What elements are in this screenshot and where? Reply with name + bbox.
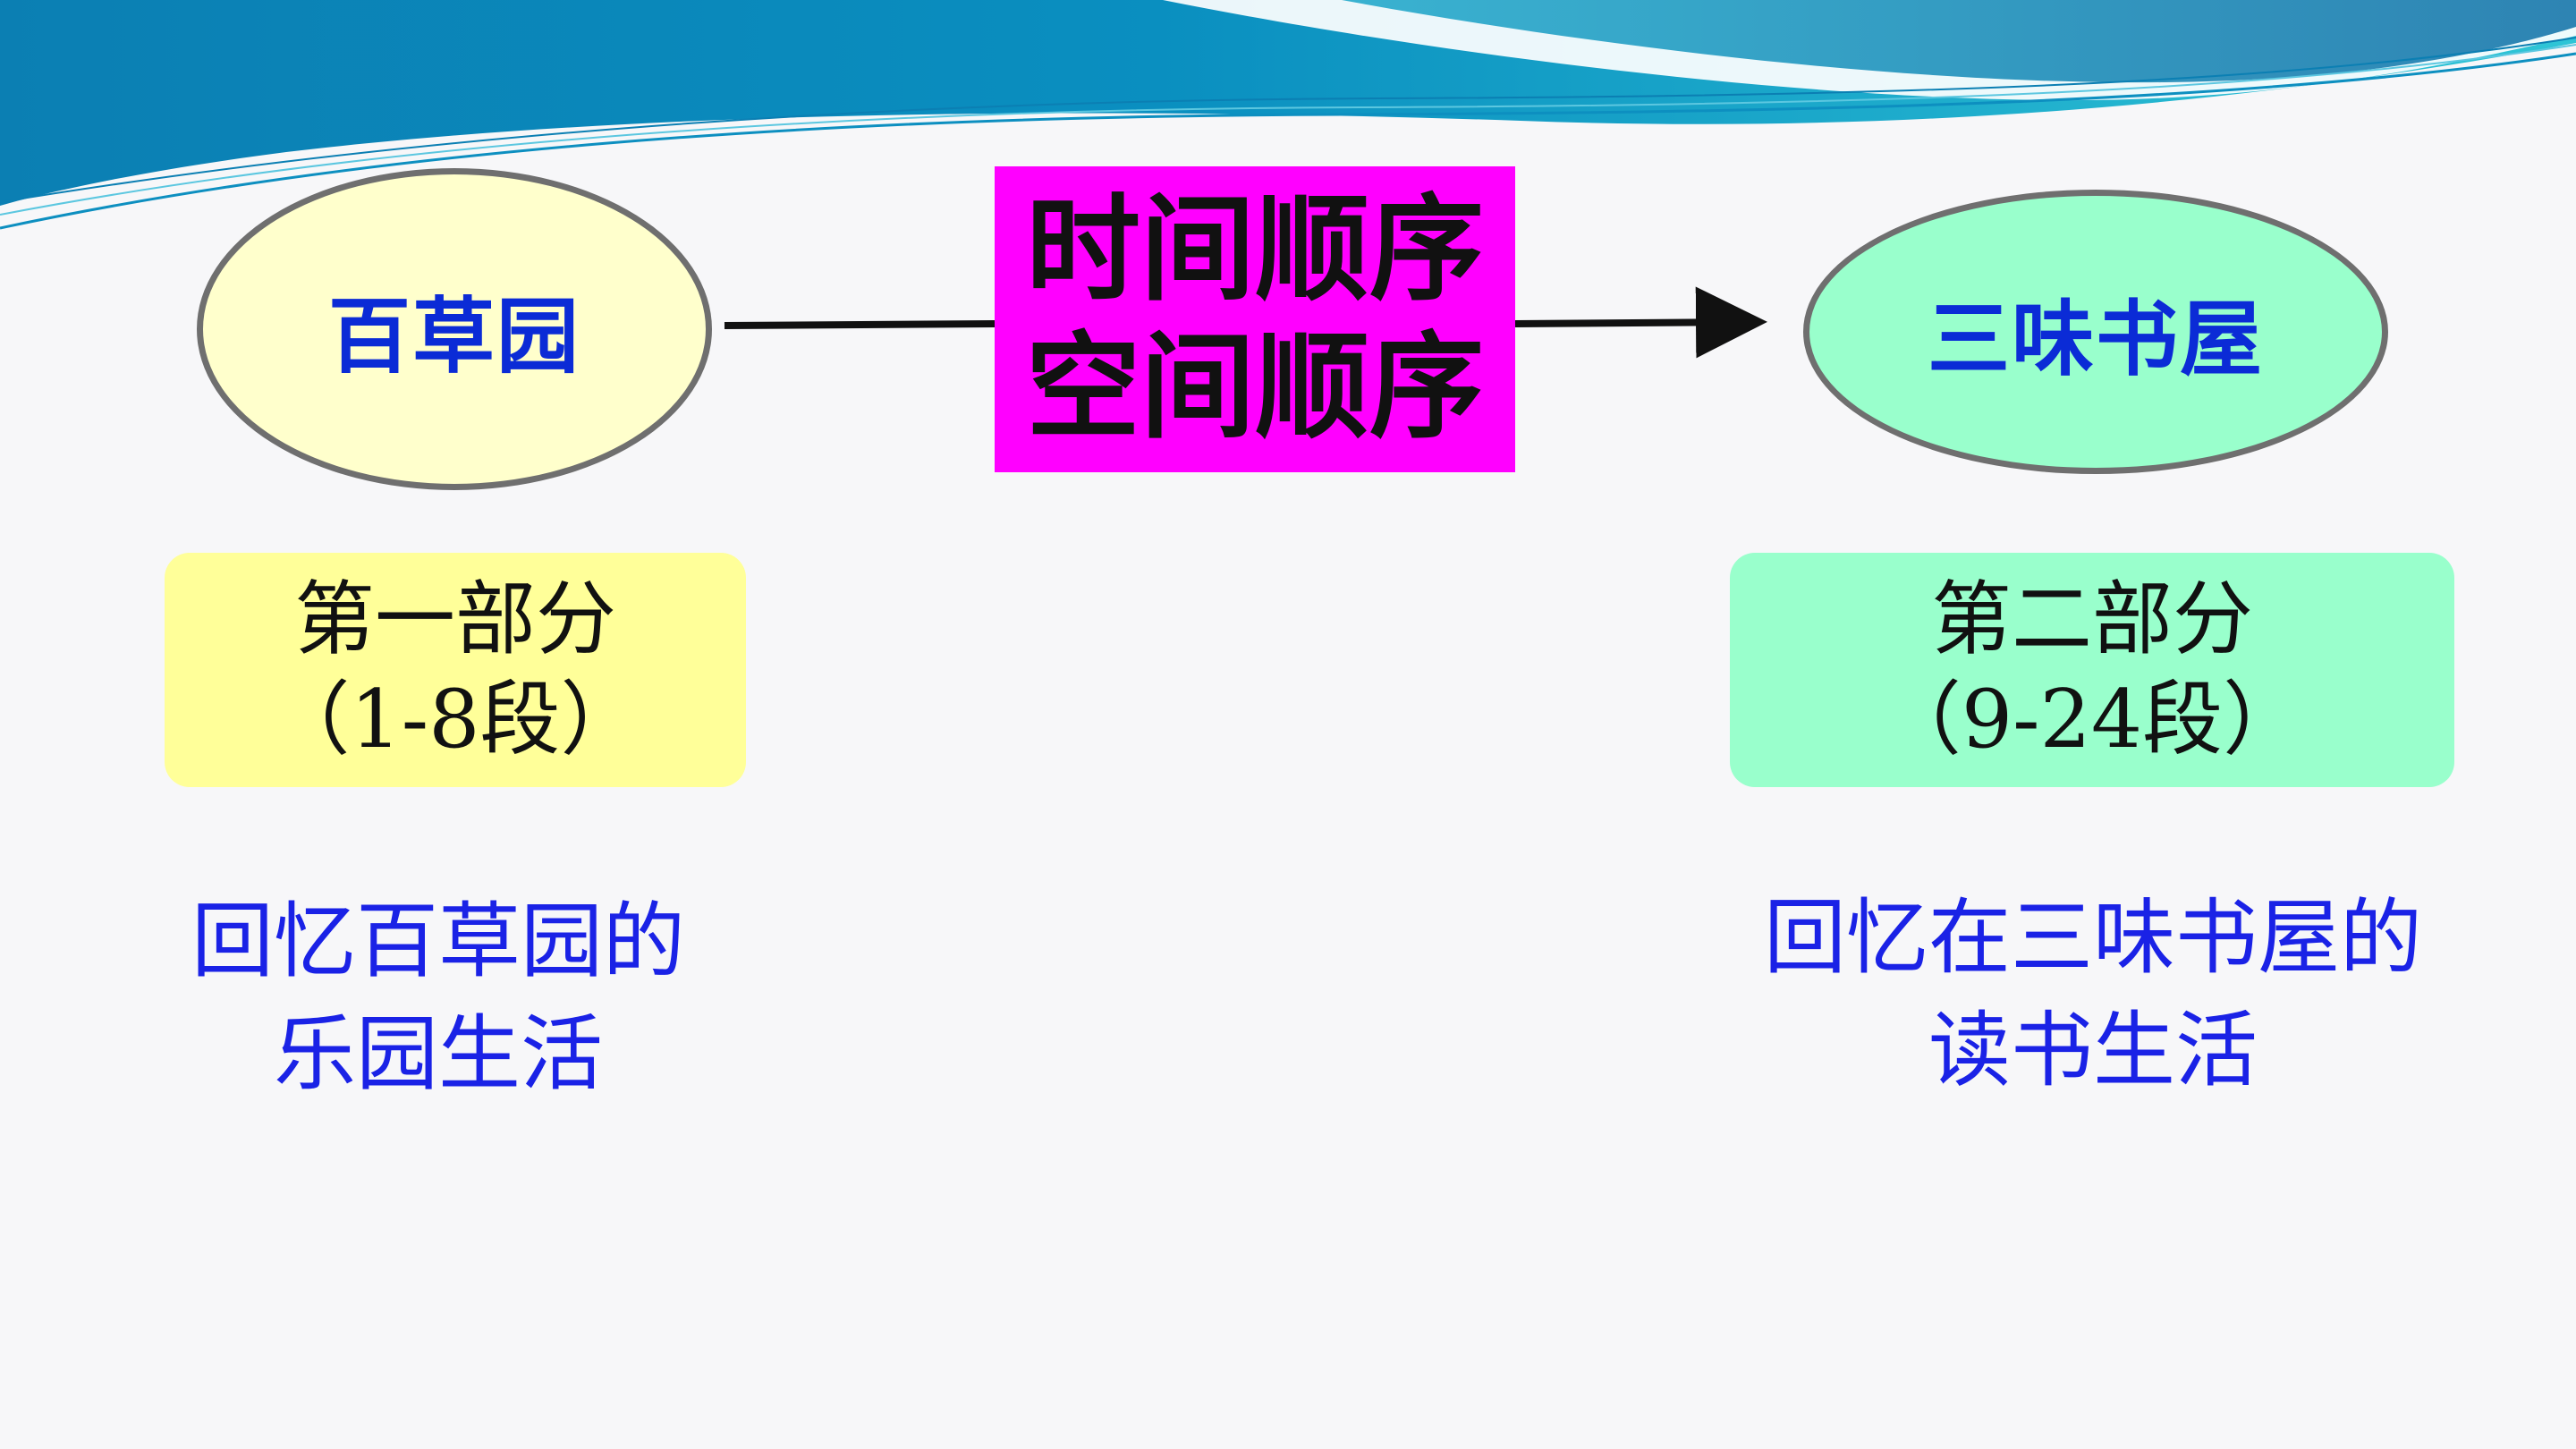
sanweishuwu-ellipse: 三味书屋 (1803, 190, 2388, 474)
part-two-description-line: 回忆在三味书屋的 (1763, 890, 2422, 986)
header-wave-banner (0, 0, 2576, 230)
sequence-line-time: 时间顺序 (1025, 183, 1484, 317)
connector-line-left (724, 320, 996, 329)
part-one-box: 第一部分 （1-8段） (165, 553, 746, 787)
baicaoyuan-ellipse: 百草园 (197, 168, 712, 490)
part-one-description-line: 乐园生活 (273, 1006, 603, 1102)
part-two-title: 第二部分 (1931, 572, 2253, 666)
sanweishuwu-label: 三味书屋 (1927, 291, 2264, 387)
part-one-title: 第一部分 (294, 572, 616, 666)
part-one-description: 回忆百草园的 乐园生活 (125, 886, 751, 1111)
part-two-range: （9-24段） (1880, 673, 2304, 767)
part-two-description-line: 读书生活 (1928, 1003, 2258, 1098)
sequence-line-space: 空间顺序 (1025, 321, 1484, 454)
part-one-description-line: 回忆百草园的 (191, 894, 685, 989)
connector-arrow-right (1514, 286, 1767, 359)
baicaoyuan-label: 百草园 (327, 288, 580, 385)
part-two-description: 回忆在三味书屋的 读书生活 (1699, 882, 2487, 1107)
part-one-range: （1-8段） (269, 673, 641, 767)
sequence-type-box: 时间顺序 空间顺序 (995, 166, 1515, 472)
part-two-box: 第二部分 （9-24段） (1730, 553, 2454, 787)
